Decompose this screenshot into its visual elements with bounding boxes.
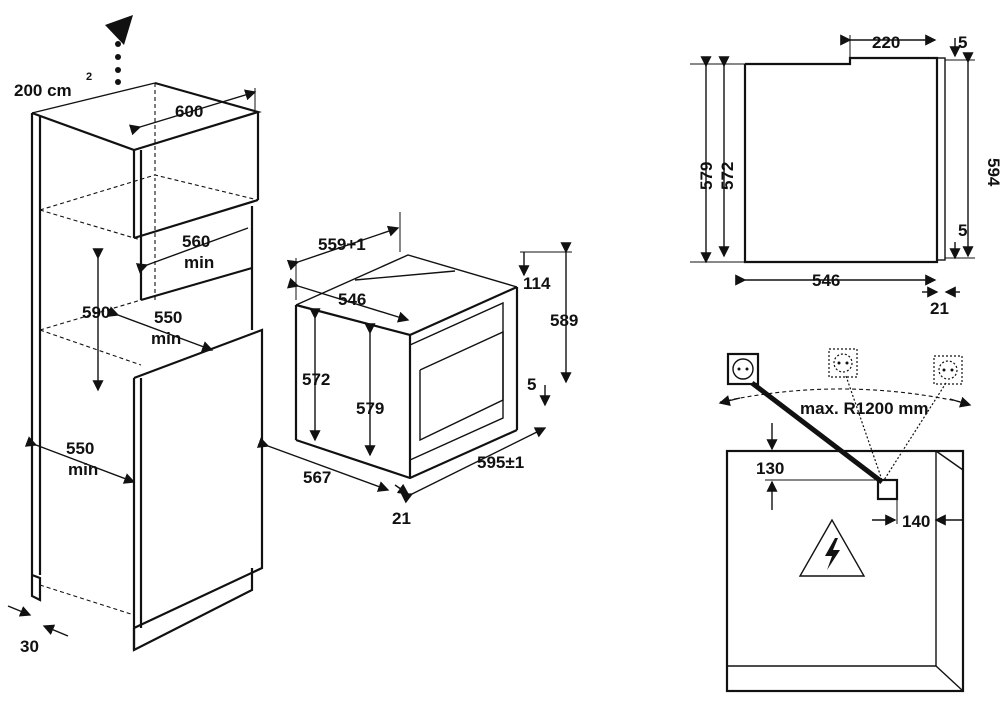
niche-depth-top-label: 560: [182, 232, 210, 251]
top-step-label: 220: [872, 33, 900, 52]
inner-height-label: 572: [302, 370, 330, 389]
niche-depth-top-min-label: min: [184, 253, 214, 272]
airflow-arrow-icon: [105, 15, 133, 45]
side-outer-height-label: 579: [697, 162, 716, 190]
socket-offset-label: 140: [902, 512, 930, 531]
body-height-label: 579: [356, 399, 384, 418]
oven-depth-label: 567: [303, 468, 331, 487]
side-front-thickness-label: 21: [930, 299, 949, 318]
oven-side-view-drawing: 220 5 579 572 594 5 546 21: [690, 33, 1000, 318]
electrical-hazard-icon: [798, 518, 866, 577]
side-depth-min-label: min: [68, 460, 98, 479]
max-radius-label: max. R1200 mm: [800, 399, 929, 418]
socket-dashed-icon: [828, 348, 858, 378]
side-depth-label: 550: [66, 439, 94, 458]
oven-3d-drawing: 559+1 546 572 579 567 21 595±1 589 114 5: [256, 212, 578, 528]
plinth-gap-label: 30: [20, 637, 39, 656]
junction-box: [876, 478, 899, 501]
front-height-label: 589: [550, 311, 578, 330]
top-width-label: 559+1: [318, 235, 366, 254]
front-width-label: 595±1: [477, 453, 524, 472]
bottom-gap-label: 5: [958, 221, 967, 240]
column-cabinet-drawing: 200 cm 2 600 560 min 590 550 min 550 min…: [7, 15, 264, 656]
socket-height-label: 130: [756, 459, 784, 478]
bottom-offset-label: 5: [527, 375, 536, 394]
inner-width-label: 546: [338, 290, 366, 309]
ventilation-area-label: 200 cm: [14, 81, 72, 100]
side-front-height-label: 594: [984, 158, 1000, 187]
side-depth-label: 546: [812, 271, 840, 290]
niche-height-label: 590: [82, 303, 110, 322]
socket-dashed-icon: [933, 355, 963, 385]
ventilation-area-unit-sup: 2: [86, 71, 92, 83]
niche-depth-bottom-min-label: min: [151, 329, 181, 348]
socket-icon: [726, 352, 760, 386]
socket-position-drawing: max. R1200 mm 130 140: [718, 348, 972, 693]
niche-depth-bottom-label: 550: [154, 308, 182, 327]
top-gap-label: 5: [958, 33, 967, 52]
top-offset-label: 114: [523, 274, 551, 293]
front-thickness-label: 21: [392, 509, 411, 528]
cabinet-width-label: 600: [175, 102, 203, 121]
side-inner-height-label: 572: [718, 162, 737, 190]
